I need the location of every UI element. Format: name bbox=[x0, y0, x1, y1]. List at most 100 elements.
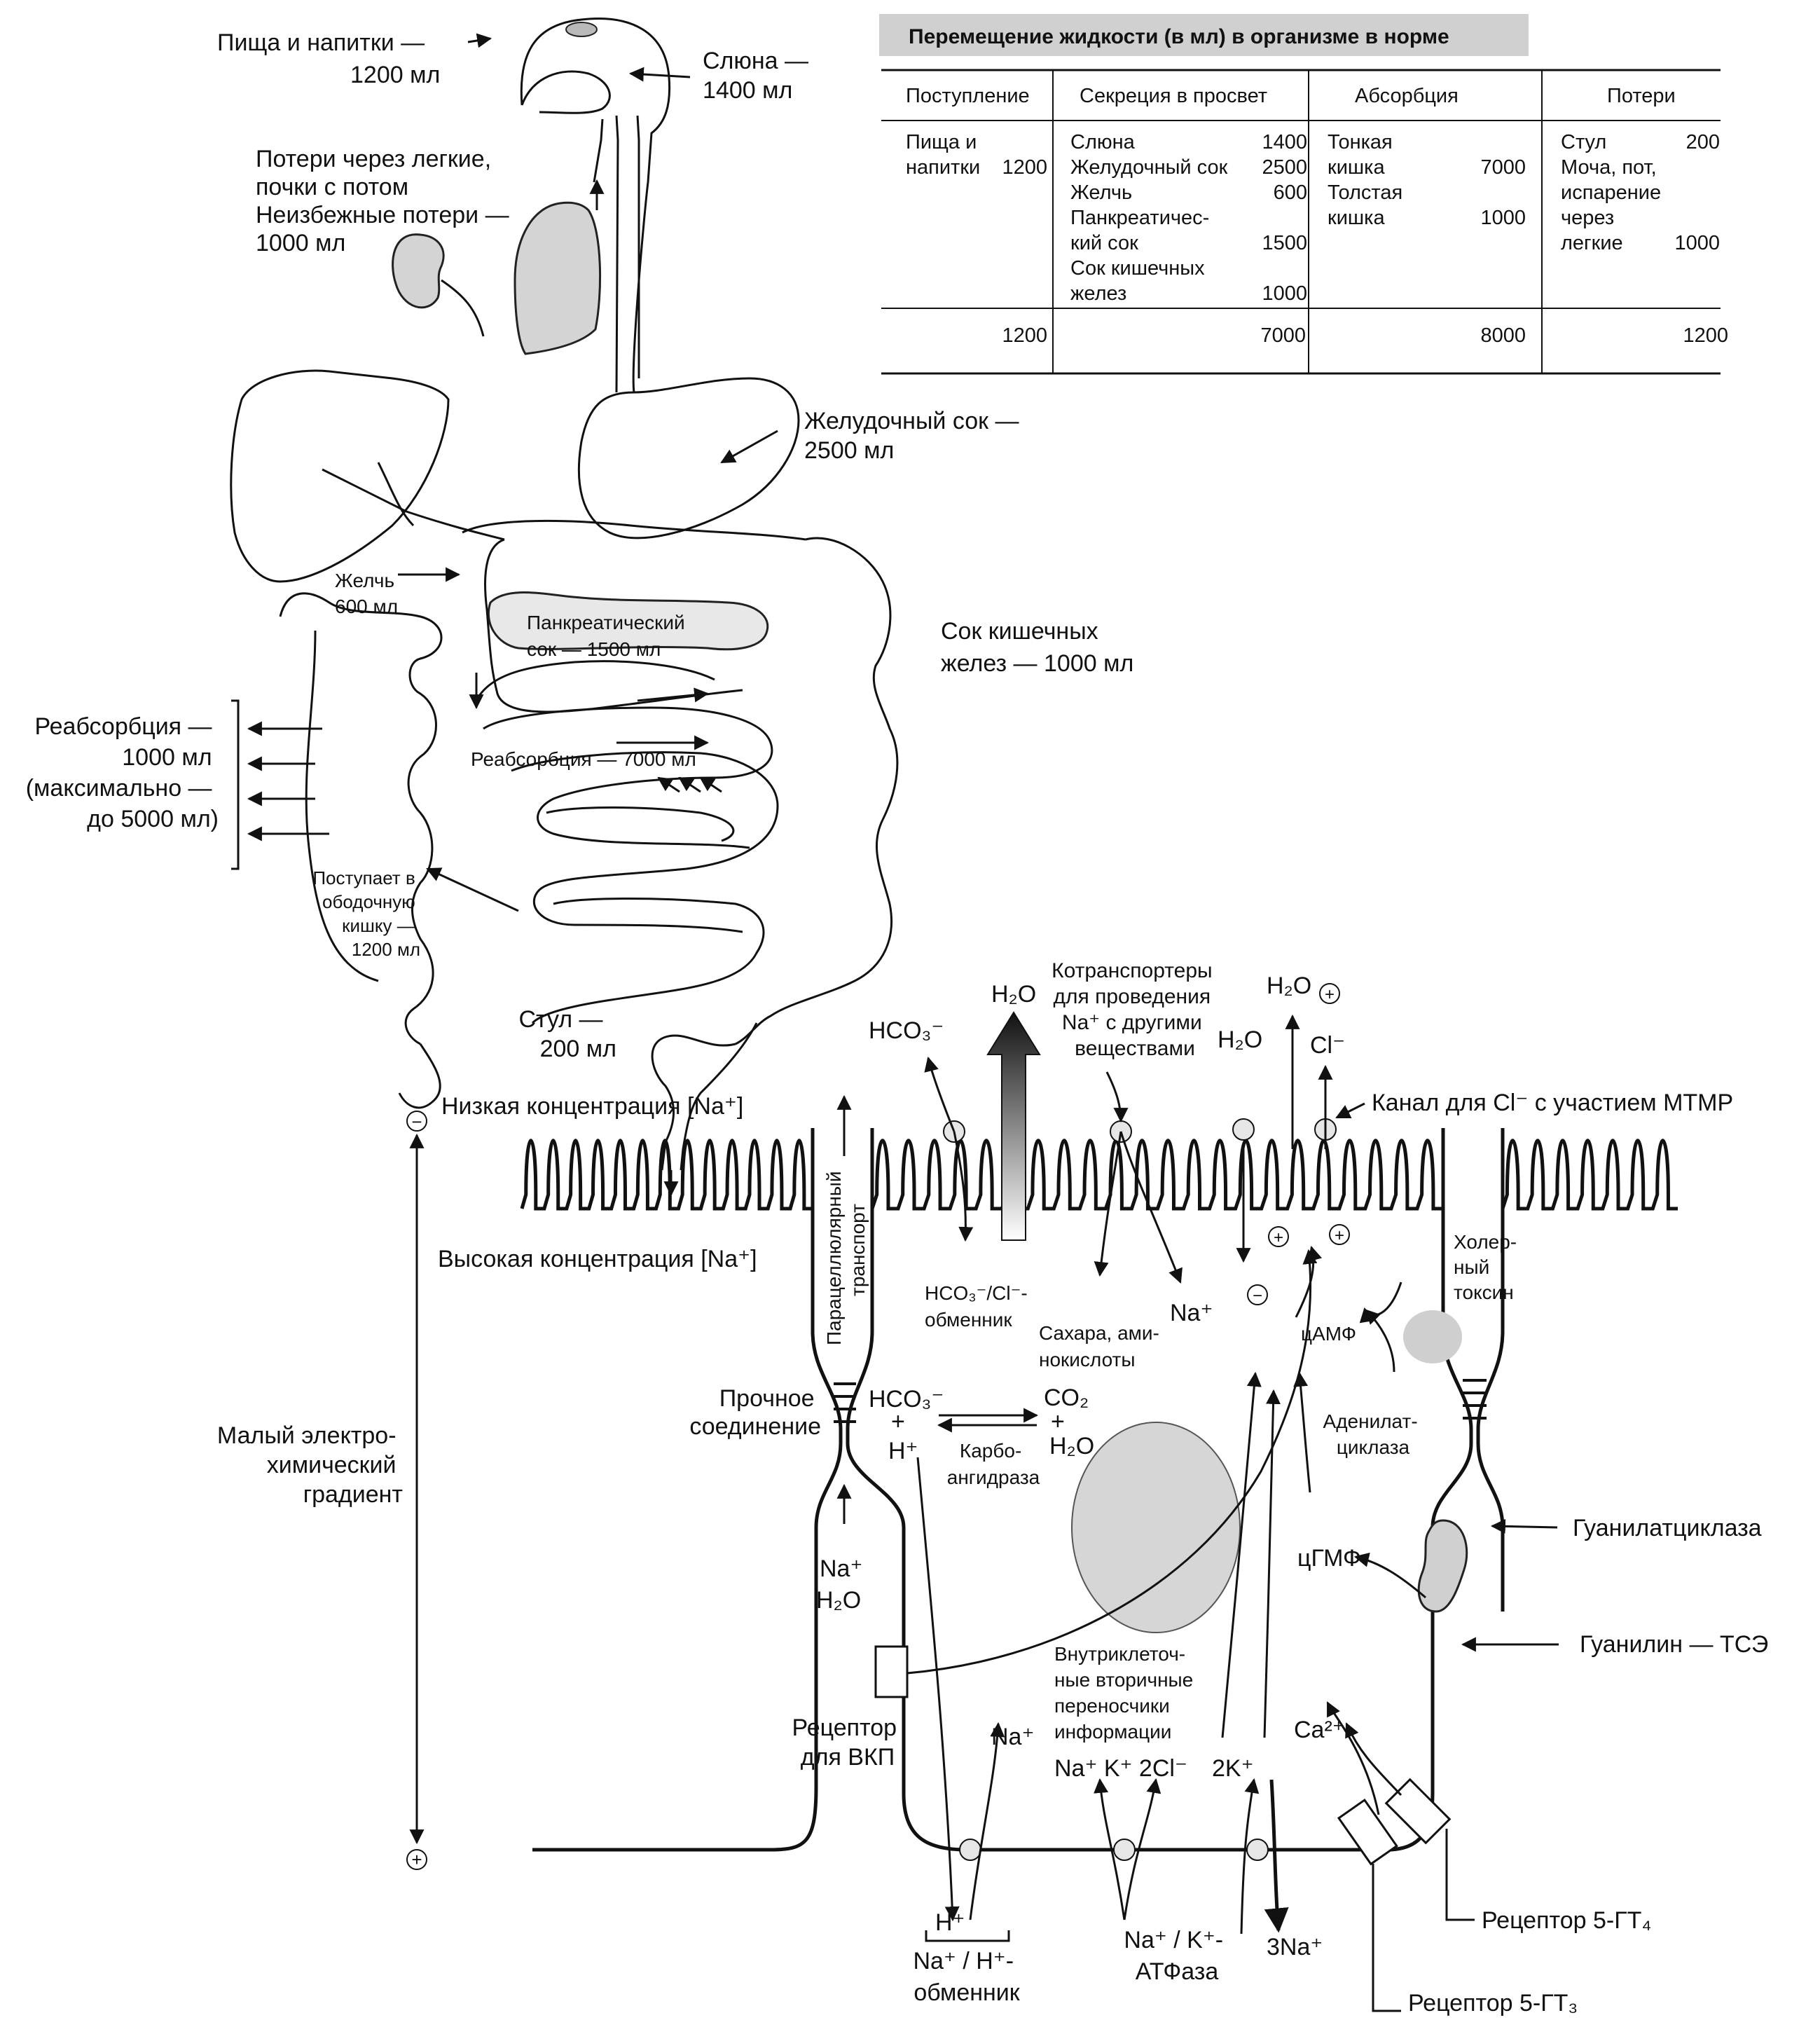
ureter bbox=[441, 279, 485, 337]
esophagus-left bbox=[615, 115, 619, 393]
small-intestine-loop-3 bbox=[511, 751, 779, 933]
camp-label: цАМФ bbox=[1301, 1323, 1356, 1345]
table-cell-losses-value: 200 bbox=[1686, 131, 1720, 153]
pancreatic-label: Панкреатический сок — 1500 мл bbox=[527, 612, 690, 660]
minus-sign: − bbox=[411, 1111, 422, 1132]
guanylate-label-line bbox=[1490, 1518, 1558, 1534]
na-baso-label: Na⁺ bbox=[991, 1724, 1034, 1750]
rectum-right bbox=[680, 1022, 758, 1171]
svg-text:+: + bbox=[1325, 985, 1335, 1004]
table-cell-secretion-name: кий сок bbox=[1070, 232, 1138, 254]
reabs-arrow-c bbox=[699, 776, 722, 793]
table-total-losses: 1200 bbox=[1683, 324, 1728, 347]
table-cell-secretion-name: желез bbox=[1070, 282, 1126, 305]
vip-label: Рецептор для ВКП bbox=[792, 1715, 904, 1771]
table-cell-losses-name: через bbox=[1561, 207, 1614, 229]
regulation-signs: + + + − bbox=[1247, 983, 1350, 1305]
svg-text:+: + bbox=[1335, 1226, 1344, 1245]
guanylin-label: Гуанилин — ТСЭ bbox=[1580, 1631, 1768, 1658]
table-cell-absorption-name: кишка bbox=[1328, 207, 1385, 229]
cl-top-label: Cl⁻ bbox=[1310, 1032, 1345, 1059]
stool-label: Стул — 200 мл bbox=[519, 1006, 617, 1062]
5ht3-receptor bbox=[1337, 1798, 1398, 1866]
paracellular-label: Парацеллюлярный транспорт bbox=[823, 1166, 869, 1345]
gastric-arrow bbox=[720, 430, 778, 464]
table-title: Перемещение жидкости (в мл) в организме … bbox=[909, 25, 1449, 48]
h2o-channel-label: H₂O bbox=[1218, 1026, 1262, 1053]
water-channel bbox=[1232, 1118, 1255, 1141]
carbo-label: Карбо- ангидраза bbox=[947, 1440, 1040, 1488]
intestinal-label: Сок кишечных желез — 1000 мл bbox=[941, 618, 1133, 677]
table-title-bg bbox=[879, 14, 1529, 56]
table-cell-secretion-value: 1500 bbox=[1262, 232, 1307, 254]
nah-exchanger-circle bbox=[959, 1839, 981, 1861]
gi-tract-diagram: Пища и напитки — 1200 мл Слюна — 1400 мл… bbox=[26, 18, 1133, 1197]
h-plus-label: H⁺ bbox=[888, 1438, 918, 1464]
water-efflux-arrow bbox=[986, 1011, 1041, 1241]
enters-colon-arrow bbox=[426, 867, 519, 912]
h2o-top-label: H₂O bbox=[1267, 973, 1311, 999]
ht4-label-line bbox=[1445, 1829, 1475, 1921]
duodenum-outline bbox=[484, 538, 743, 713]
table-cell-absorption-name: кишка bbox=[1328, 156, 1385, 179]
hco3-cell-label: HCO₃⁻ bbox=[869, 1386, 944, 1413]
table-cell-secretion-value: 1400 bbox=[1262, 131, 1307, 153]
plus-label-2: + bbox=[1051, 1408, 1065, 1435]
second-messenger-1 bbox=[1221, 1371, 1262, 1738]
sigmoid-rectum bbox=[651, 1034, 736, 1171]
right-cell-boundary bbox=[1476, 1128, 1505, 1612]
reabs-arrow-b bbox=[678, 776, 701, 793]
saliva-label: Слюна — 1400 мл bbox=[703, 48, 815, 104]
nah-exchanger-label: Na⁺ / H⁺- обменник bbox=[913, 1948, 1020, 2006]
plus-pole bbox=[406, 1849, 427, 1870]
ht3-label: Рецептор 5-ГТ₃ bbox=[1408, 1990, 1578, 2016]
nkcc-in-2 bbox=[1123, 1778, 1161, 1921]
enters-colon-label: Поступает в ободочную кишку — 1200 мл bbox=[312, 867, 420, 960]
table-cell-losses-name: испарение bbox=[1561, 181, 1661, 204]
cgmp-label: цГМФ bbox=[1297, 1545, 1361, 1572]
tight-junction-right bbox=[1463, 1379, 1487, 1420]
hco3-lumen-label: HCO₃⁻ bbox=[869, 1017, 944, 1044]
bile-duct-2 bbox=[377, 462, 415, 527]
colon-outline bbox=[279, 592, 443, 1045]
table-cell-absorption-value: 1000 bbox=[1480, 207, 1526, 229]
na-cotransport-in bbox=[1119, 1131, 1183, 1284]
svg-text:+: + bbox=[1274, 1228, 1283, 1247]
reabs-arrow-a bbox=[657, 776, 680, 793]
cotransporters-label: Котранспортеры для проведения Na⁺ с друг… bbox=[1052, 959, 1218, 1060]
cftr-label-arrow bbox=[1335, 1102, 1365, 1119]
mouth-outline bbox=[521, 70, 611, 114]
food-drink-label: Пища и напитки — 1200 мл bbox=[217, 29, 440, 88]
gradient-label: Малый электро- химический градиент bbox=[217, 1422, 403, 1508]
table-cell-secretion-value: 1000 bbox=[1262, 282, 1307, 305]
hco3-out-arrow bbox=[924, 1056, 956, 1132]
atpase-label: Na⁺ / K⁺- АТФаза bbox=[1124, 1927, 1229, 1985]
nkcc-circle bbox=[1113, 1839, 1136, 1861]
nkcc-in-1 bbox=[1094, 1778, 1126, 1921]
h2o-eq-label: H₂O bbox=[1049, 1433, 1094, 1459]
h2o-center-label: H₂O bbox=[991, 981, 1036, 1008]
table-cell-intake-name: напитки bbox=[906, 156, 980, 179]
guanylate-label: Гуанилатциклаза bbox=[1573, 1515, 1762, 1541]
table-cell-secretion-value: 600 bbox=[1274, 181, 1307, 204]
pancreas-shape bbox=[487, 591, 769, 651]
ht3-label-line bbox=[1372, 1864, 1401, 2012]
na-para-label: Na⁺ bbox=[820, 1555, 862, 1582]
ca-arrow bbox=[1326, 1701, 1380, 1815]
food-arrow bbox=[467, 33, 492, 48]
tight-junction-left bbox=[834, 1382, 856, 1423]
gc-to-cgmp bbox=[1353, 1552, 1426, 1599]
table-cell-secretion-name: Желудочный сок bbox=[1070, 156, 1228, 179]
nucleus bbox=[1071, 1422, 1241, 1633]
table-header-absorption: Абсорбция bbox=[1355, 85, 1459, 107]
small-intestine-loop-1 bbox=[475, 660, 715, 701]
second-messenger-2 bbox=[1263, 1389, 1281, 1738]
cholera-toxin-blob bbox=[1403, 1310, 1462, 1363]
table-cell-secretion-name: Панкреатичес- bbox=[1070, 207, 1209, 229]
minus-pole bbox=[406, 1111, 427, 1132]
adenylate-to-camp bbox=[1365, 1309, 1395, 1373]
co2-label: CO₂ bbox=[1044, 1385, 1089, 1411]
colon-outline-right bbox=[735, 537, 899, 1045]
plus-sign: + bbox=[411, 1849, 422, 1870]
